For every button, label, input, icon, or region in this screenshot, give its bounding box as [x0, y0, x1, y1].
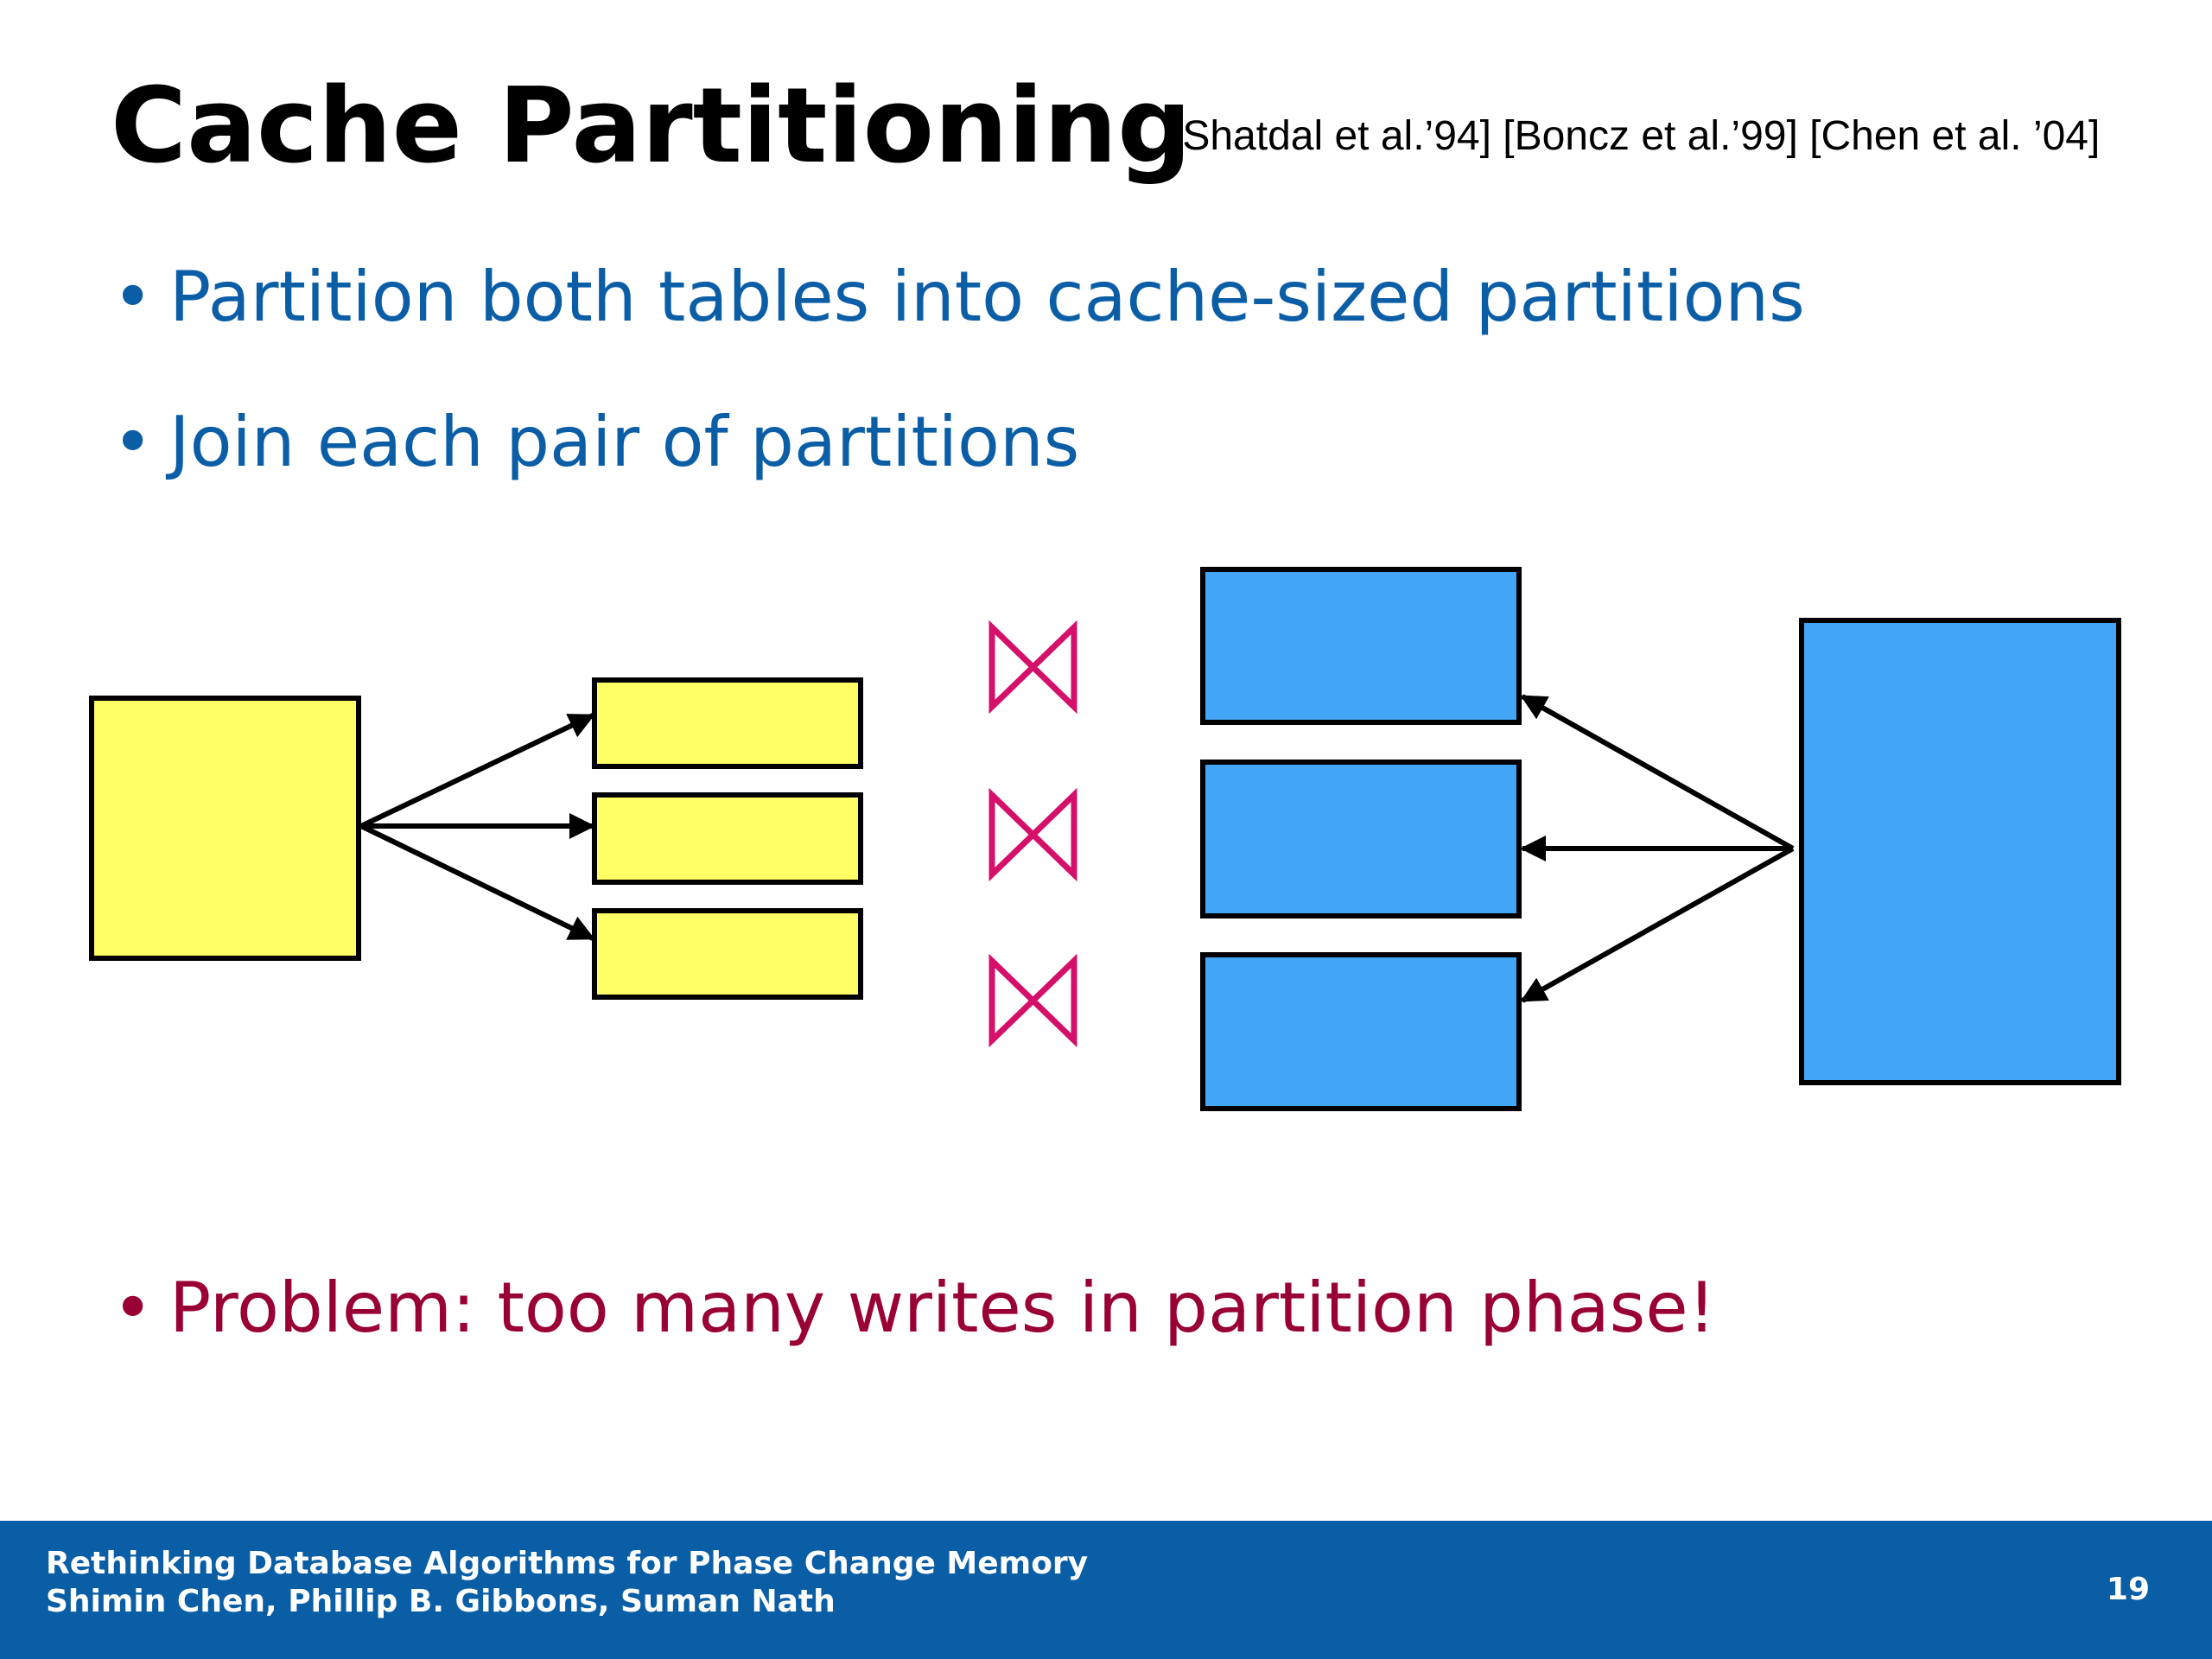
- left-table: [89, 696, 361, 961]
- slide-title: Cache Partitioning: [111, 67, 1192, 187]
- left-partition-1: [592, 677, 863, 769]
- right-partition-2: [1200, 760, 1522, 918]
- right-partition-1: [1200, 567, 1522, 725]
- join-symbol-icon: [988, 787, 1077, 882]
- right-partition-3: [1200, 952, 1522, 1111]
- right-table: [1799, 618, 2121, 1085]
- left-partition-3: [592, 908, 863, 1000]
- bullet-dot-icon: •: [112, 1268, 154, 1348]
- footer-authors: Shimin Chen, Phillip B. Gibbons, Suman N…: [46, 1584, 836, 1619]
- citations: [Shatdal et al.’94] [Boncz et al.’99] [C…: [1171, 113, 2101, 159]
- join-symbol-icon: [988, 953, 1077, 1048]
- bullet-text: Problem: too many writes in partition ph…: [169, 1268, 1716, 1348]
- page-number: 19: [2106, 1572, 2150, 1607]
- arrow-right-to-partition-3: [1520, 846, 1795, 1003]
- bullet-item-join: •Join each pair of partitions: [112, 399, 1079, 486]
- footer-bar: Rethinking Database Algorithms for Phase…: [0, 1521, 2212, 1659]
- bullet-dot-icon: •: [112, 402, 154, 482]
- left-partition-2: [592, 792, 863, 885]
- bullet-text: Partition both tables into cache-sized p…: [169, 257, 1805, 337]
- arrow-left-to-partition-3: [359, 823, 595, 941]
- bullet-dot-icon: •: [112, 257, 154, 337]
- bullet-text: Join each pair of partitions: [169, 402, 1080, 482]
- bullet-item-problem: •Problem: too many writes in partition p…: [112, 1265, 1716, 1351]
- join-symbol-icon: [988, 620, 1077, 715]
- arrow-right-to-partition-1: [1520, 694, 1795, 851]
- arrow-left-to-partition-1: [359, 713, 595, 829]
- footer-talk-title: Rethinking Database Algorithms for Phase…: [46, 1546, 1089, 1581]
- bullet-item-partition: •Partition both tables into cache-sized …: [112, 254, 1805, 340]
